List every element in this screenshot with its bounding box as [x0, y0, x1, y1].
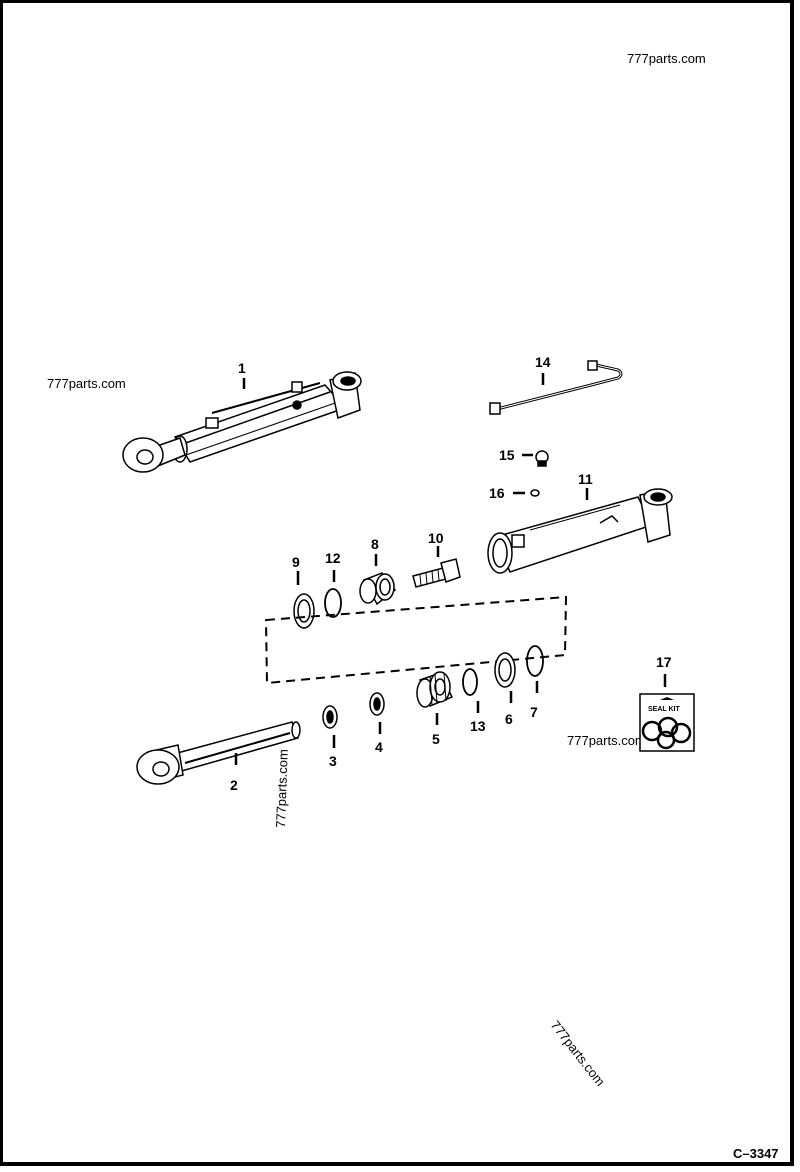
- part-7-o-ring: [526, 645, 544, 677]
- watermark-vertical: 777parts.com: [273, 749, 291, 828]
- watermark-left: 777parts.com: [47, 376, 126, 391]
- callout-1: 1: [238, 360, 246, 376]
- part-11-barrel: [487, 488, 673, 574]
- part-17-seal-kit: SEAL KIT: [639, 693, 695, 752]
- part-14-tube-line: [489, 360, 623, 415]
- callout-4: 4: [375, 739, 383, 755]
- callout-2: 2: [230, 777, 238, 793]
- part-1-cylinder-assembly: [122, 371, 362, 473]
- callout-12: 12: [325, 550, 341, 566]
- part-6-piston-seal: [494, 652, 516, 688]
- seal-kit-label: SEAL KIT: [648, 706, 680, 713]
- part-16-o-ring: [530, 489, 540, 497]
- watermark-top-right: 777parts.com: [627, 51, 706, 66]
- callout-5: 5: [432, 731, 440, 747]
- callout-10: 10: [428, 530, 444, 546]
- part-9-wiper-seal: [293, 593, 315, 629]
- seal-kit-group-box: [264, 595, 568, 685]
- watermark-diagonal: 777parts.com: [548, 1018, 608, 1089]
- callout-14: 14: [535, 354, 551, 370]
- callout-3: 3: [329, 753, 337, 769]
- callout-11: 11: [578, 471, 593, 487]
- part-12-o-ring: [324, 588, 342, 618]
- drawing-reference: C–3347: [733, 1146, 779, 1161]
- watermark-right-middle: 777parts.com: [567, 733, 646, 748]
- part-3-ring: [322, 705, 338, 729]
- callout-7: 7: [530, 704, 538, 720]
- callout-16: 16: [489, 485, 505, 501]
- callout-8: 8: [371, 536, 379, 552]
- part-15-fitting: [535, 450, 549, 467]
- part-10-bolt: [412, 558, 461, 588]
- part-5-piston: [416, 671, 454, 708]
- part-13-o-ring: [462, 668, 478, 696]
- callout-13: 13: [470, 718, 486, 734]
- part-4-ring: [369, 692, 385, 716]
- callout-17: 17: [656, 654, 672, 670]
- part-8-wear-ring: [359, 572, 397, 606]
- callout-15: 15: [499, 447, 515, 463]
- part-2-rod: [136, 721, 301, 785]
- callout-9: 9: [292, 554, 300, 570]
- callout-6: 6: [505, 711, 513, 727]
